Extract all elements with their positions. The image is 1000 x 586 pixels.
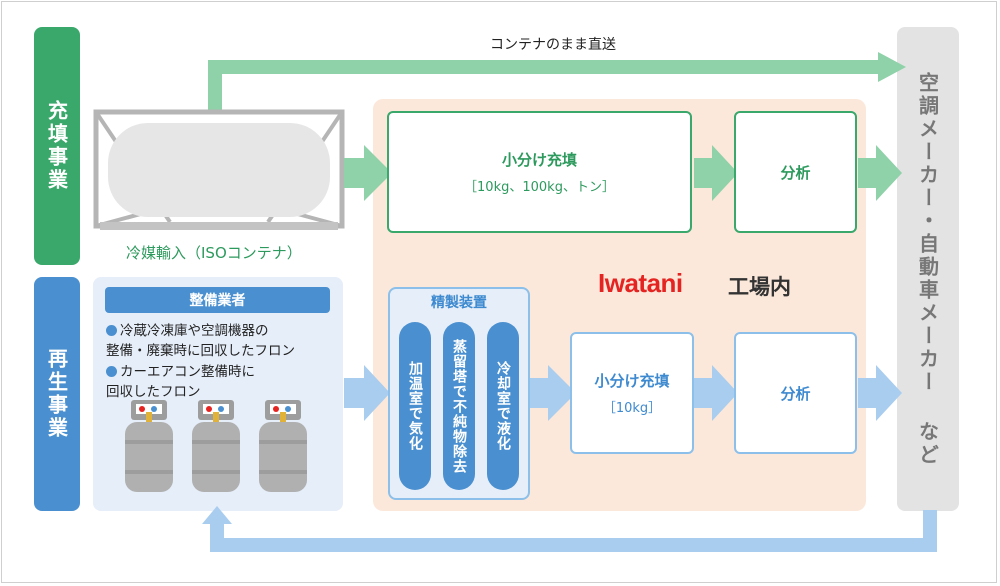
iso-import-label: 冷媒輸入（ISOコンテナ） (126, 244, 302, 262)
arrow-vendor-to-refining (344, 365, 390, 421)
gas-cylinder-icon-1 (125, 400, 173, 492)
direct-shipping-arrow (208, 52, 906, 112)
manufacturers-column: 空調メーカー・自動車メーカー など (897, 27, 959, 511)
bullet-dot-icon (106, 366, 117, 377)
bullet-dot-icon (106, 325, 117, 336)
arrow-fill-to-analysis (694, 145, 738, 201)
factory-label: 工場内 (728, 275, 791, 299)
blue-fill-title: 小分け充填 (594, 372, 670, 390)
blue-analysis-box: 分析 (734, 332, 857, 454)
green-fill-sub: ［10kg、100kg、トン］ (464, 180, 615, 195)
gas-cylinder-icon-2 (192, 400, 240, 492)
green-fill-box: 小分け充填 ［10kg、100kg、トン］ (387, 111, 692, 233)
refining-equipment-title: 精製装置 (431, 295, 487, 311)
arrow-analysis-to-makers (858, 145, 902, 201)
cooling-step: 冷却室で液化 (487, 322, 519, 490)
maintenance-vendor-title: 整備業者 (105, 287, 330, 313)
iwatani-logo: Iwatani (598, 268, 683, 298)
arrow-fill-to-analysis-blue (694, 365, 738, 421)
gas-cylinder-icon-3 (259, 400, 307, 492)
arrow-container-to-fill (344, 145, 392, 201)
arrow-refining-to-fill (530, 365, 576, 421)
vendor-bullet-1: 冷蔵冷凍庫や空調機器の 整備・廃棄時に回収したフロン (106, 323, 295, 359)
charging-business-label: 充填事業 (34, 27, 80, 265)
recycling-business-label: 再生事業 (34, 277, 80, 511)
vendor-bullet-2: カーエアコン整備時に 回収したフロン (106, 364, 255, 400)
distillation-step: 蒸留塔で不純物除去 (443, 322, 475, 490)
blue-fill-sub: ［10kg］ (602, 401, 662, 416)
blue-fill-box: 小分け充填 ［10kg］ (570, 332, 694, 454)
heating-chamber-step: 加温室で気化 (399, 322, 431, 490)
arrow-analysis-to-makers-blue (858, 365, 902, 421)
green-fill-title: 小分け充填 (501, 151, 577, 169)
return-arrow (202, 506, 937, 552)
green-analysis-box: 分析 (734, 111, 857, 233)
direct-shipping-label: コンテナのまま直送 (490, 37, 616, 53)
iso-container-icon (93, 109, 345, 230)
